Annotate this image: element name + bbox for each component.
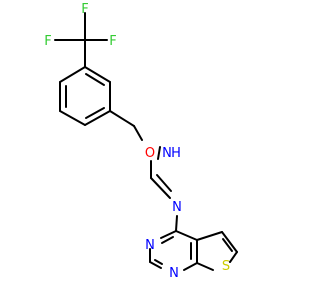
atom-label-oxygen: O <box>145 146 155 161</box>
benzene-ring <box>59 66 111 126</box>
bond-c6-s <box>229 251 238 263</box>
atom-label-pyrimidine-n-lower: N <box>169 266 179 281</box>
thiophene-ring <box>196 231 238 271</box>
atom-label-imine-n: N <box>172 200 182 215</box>
pyrimidine-ring <box>149 230 198 271</box>
bond-ring-ch2 <box>109 110 135 127</box>
bond-ch-n-b <box>156 174 172 192</box>
bond-b1-b2 <box>84 66 111 83</box>
cf3-bonds <box>54 12 108 68</box>
bond-c5-c6-inner <box>222 238 233 252</box>
atom-label-sulfur: S <box>222 259 230 274</box>
bond-c2-n1 <box>149 261 162 269</box>
bond-n-c4 <box>175 215 178 232</box>
atom-label-nh-h: H <box>171 146 181 161</box>
bond-c5-c6 <box>221 231 238 253</box>
atom-labels: F F F O N H N N N S <box>44 2 230 281</box>
bond-b6-b1 <box>59 66 86 83</box>
molecule-svg: F F F O N H N N N S <box>44 2 238 281</box>
bond-o-n <box>157 146 161 160</box>
atom-label-nh-n: N <box>162 146 172 161</box>
atom-label-f-top-left: F <box>44 34 51 49</box>
bond-c2-n1-inner <box>154 259 163 265</box>
bond-c4-n3-inner <box>161 236 174 244</box>
bond-b4-b5 <box>59 110 86 126</box>
bond-s-c7a <box>196 262 214 271</box>
bond-c4a-c5 <box>196 231 223 241</box>
atom-label-pyrimidine-n-upper: N <box>145 238 155 253</box>
atom-label-f-right: F <box>109 34 116 49</box>
bond-ch-n-a <box>150 177 171 199</box>
bond-n1-c7a <box>183 262 198 271</box>
bond-b3-b4 <box>84 110 111 126</box>
bond-c4a-c4 <box>175 230 198 241</box>
bond-c4-n3 <box>160 230 177 239</box>
linker-chain <box>109 110 178 232</box>
bond-b1-b2-inner <box>85 73 105 86</box>
bond-b3-b4-inner <box>85 107 105 119</box>
atom-label-f-top-right: F <box>81 2 88 17</box>
bond-ch2-o <box>133 125 143 141</box>
molecule-structure-diagram: F F F O N H N N N S <box>44 2 238 281</box>
